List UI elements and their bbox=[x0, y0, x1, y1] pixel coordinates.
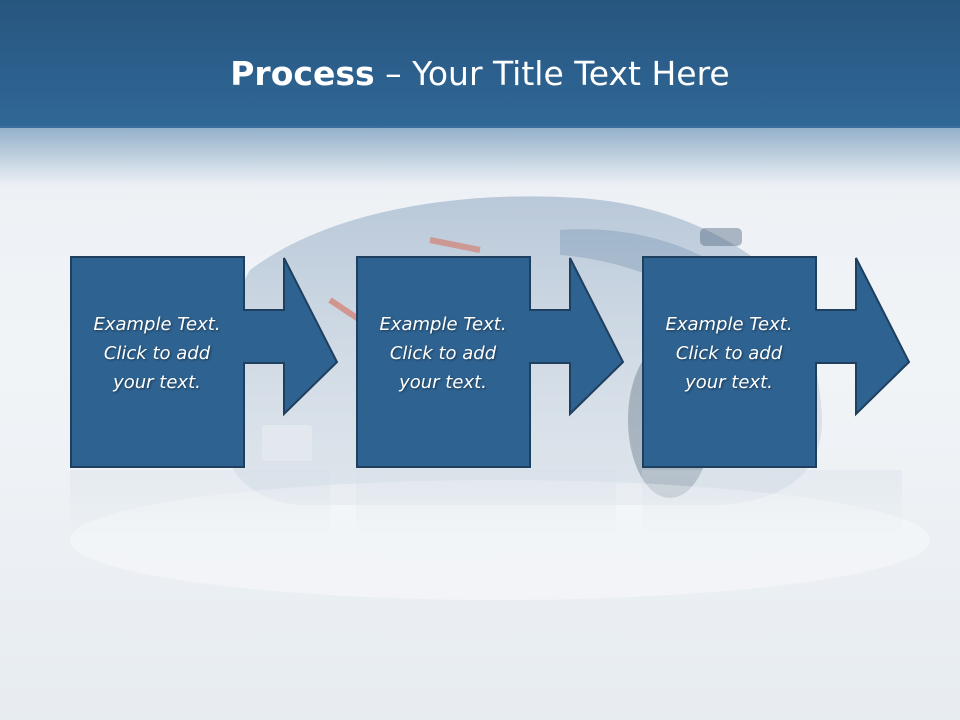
step-text-line3: your text. bbox=[399, 372, 487, 393]
step-text-line3: your text. bbox=[113, 372, 201, 393]
step-arrow-box-shape bbox=[642, 256, 911, 468]
title-bar-fade bbox=[0, 126, 960, 186]
process-step-1[interactable]: Example Text. Click to add your text. bbox=[70, 256, 342, 468]
step-reflection bbox=[70, 470, 330, 540]
process-step-3[interactable]: Example Text. Click to add your text. bbox=[642, 256, 914, 468]
slide-title[interactable]: Process – Your Title Text Here bbox=[0, 54, 960, 94]
step-text-line2: Click to add bbox=[389, 343, 497, 364]
step-text-line1: Example Text. bbox=[379, 314, 507, 335]
title-rest: – Your Title Text Here bbox=[374, 54, 730, 93]
step-arrow-box-shape bbox=[356, 256, 625, 468]
step-text-line2: Click to add bbox=[103, 343, 211, 364]
title-bold: Process bbox=[230, 54, 375, 93]
step-text-line1: Example Text. bbox=[93, 314, 221, 335]
step-text-line2: Click to add bbox=[675, 343, 783, 364]
process-step-2[interactable]: Example Text. Click to add your text. bbox=[356, 256, 628, 468]
step-text[interactable]: Example Text. Click to add your text. bbox=[72, 310, 242, 397]
step-reflection bbox=[642, 470, 902, 540]
step-text-line3: your text. bbox=[685, 372, 773, 393]
step-text[interactable]: Example Text. Click to add your text. bbox=[358, 310, 528, 397]
step-text[interactable]: Example Text. Click to add your text. bbox=[644, 310, 814, 397]
step-arrow-box-shape bbox=[70, 256, 339, 468]
step-reflection bbox=[356, 470, 616, 540]
step-text-line1: Example Text. bbox=[665, 314, 793, 335]
title-bar bbox=[0, 0, 960, 128]
